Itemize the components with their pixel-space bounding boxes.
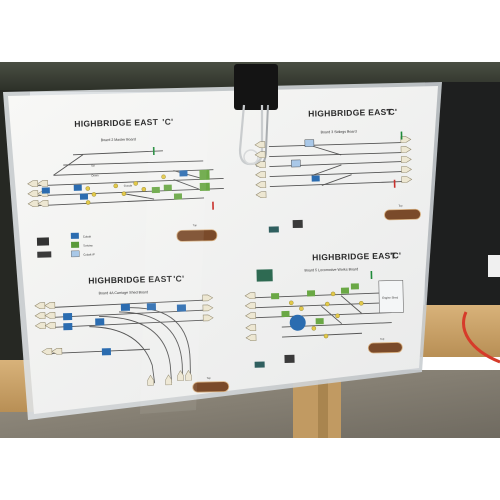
panel-title: HIGHBRIDGE EAST	[308, 107, 393, 119]
timber-post-shadow	[318, 380, 328, 438]
arrow-connectors	[244, 292, 257, 342]
bottom-white-strip	[0, 438, 500, 500]
legend-label: Cobalt IP	[83, 252, 95, 256]
panel-board-3: HIGHBRIDGE EAST 'C' Board 3 Sidings Boar…	[254, 107, 421, 233]
track-label: Up	[91, 163, 95, 167]
plate-label: Top	[380, 337, 385, 341]
icon-block	[284, 354, 295, 364]
legend: Cobalt Tortoise Cobalt IP	[36, 232, 95, 258]
brass-plate	[384, 208, 421, 221]
red-cable	[462, 311, 500, 364]
plate-label: Top	[193, 223, 198, 227]
red-signal	[393, 179, 396, 188]
turntable	[289, 314, 306, 331]
icon-block	[254, 361, 265, 368]
legend-swatch-tortoise	[71, 241, 80, 248]
brass-plate	[367, 342, 403, 354]
right-panel-edge	[488, 255, 500, 277]
cobalt-motors	[291, 139, 320, 182]
panel-subtitle: Board 2 Master Board	[101, 137, 136, 142]
green-signal	[152, 147, 155, 156]
arrow-connectors	[254, 136, 413, 199]
tortoise-motors	[271, 283, 359, 325]
green-signal	[400, 131, 403, 140]
icon-block	[37, 251, 52, 258]
paper-sheet	[8, 86, 438, 414]
panel-board-5: HIGHBRIDGE EAST 'C' Board 5 Locomotive W…	[244, 250, 404, 368]
legend-swatch-cobalt	[70, 232, 79, 239]
icon-block	[268, 226, 279, 233]
top-white-strip	[0, 0, 500, 62]
sleeve-glare	[140, 95, 210, 414]
cobalt-motors	[41, 170, 188, 200]
panel-subtitle: Board 5 Locomotive Works Board	[304, 267, 358, 272]
timber-post	[293, 380, 341, 438]
track-diagram	[37, 150, 224, 207]
legend-label: Tortoise	[83, 243, 93, 247]
arrow-connectors	[34, 294, 214, 386]
legend-label: Cobalt	[83, 234, 91, 238]
point-dots	[85, 174, 166, 205]
panel-subtitle: Board 3 Sidings Board	[321, 130, 357, 135]
engine-shed-box	[378, 280, 404, 314]
track-label: Goods	[124, 184, 133, 188]
brass-plate	[176, 229, 218, 242]
panel-title-suffix: 'C'	[390, 250, 401, 260]
green-signal	[370, 271, 373, 280]
panel-board-4a: HIGHBRIDGE EAST 'C' Board 4A Carriage Sh…	[34, 273, 230, 393]
panel-subtitle: Board 4A Carriage Shed Board	[99, 290, 149, 295]
point-dots	[289, 291, 364, 339]
board-icon	[256, 269, 273, 282]
cobalt-motors	[63, 303, 187, 356]
red-signal	[212, 201, 214, 210]
arrow-connectors	[27, 180, 49, 208]
plate-label: Top	[206, 376, 211, 380]
track-label: Down	[91, 173, 99, 177]
panel-board-2: HIGHBRIDGE EAST 'C' Board 2 Master Board…	[27, 117, 224, 258]
panel-title: HIGHBRIDGE EAST	[312, 250, 397, 262]
panel-title-suffix: 'C'	[162, 117, 173, 127]
panel-title: HIGHBRIDGE EAST	[88, 274, 173, 286]
panel-title-suffix: 'C'	[173, 273, 184, 283]
brass-plate	[192, 381, 230, 393]
engine-shed-label: Engine Shed	[382, 295, 399, 299]
tortoise-motors	[151, 169, 210, 200]
plate-label: Top	[398, 204, 403, 208]
panel-title-suffix: 'C'	[386, 107, 397, 117]
icon-block	[36, 237, 50, 246]
icon-block	[292, 219, 303, 229]
track-diagram	[50, 299, 210, 384]
legend-swatch-cobalt-ip	[71, 250, 80, 258]
panel-title: HIGHBRIDGE EAST	[74, 117, 159, 129]
